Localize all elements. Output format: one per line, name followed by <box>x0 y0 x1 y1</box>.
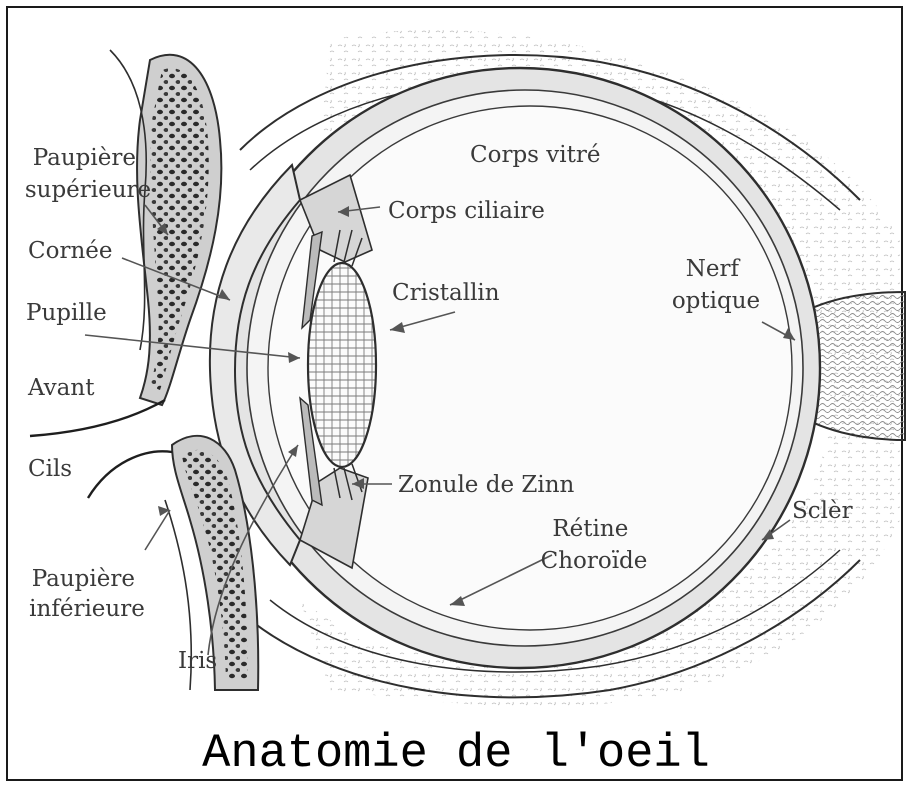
upper-eyelash <box>30 400 165 436</box>
label-cils: Cils <box>28 456 72 482</box>
label-cornee: Cornée <box>28 238 112 264</box>
label-paupiere-sup: Paupière supérieure <box>25 145 151 203</box>
label-avant: Avant <box>27 375 95 401</box>
lens <box>308 263 376 467</box>
label-scler: Sclèr <box>792 498 853 524</box>
label-iris: Iris <box>178 648 217 674</box>
label-zonule: Zonule de Zinn <box>398 472 575 498</box>
label-paupiere-inf: Paupière inférieure <box>29 566 145 622</box>
label-corps-vitre: Corps vitré <box>470 142 600 168</box>
leader-paupiere-inf <box>145 510 170 550</box>
lower-eyelash <box>88 451 172 498</box>
label-corps-ciliaire: Corps ciliaire <box>388 198 545 224</box>
diagram-title: Anatomie de l'oeil <box>202 728 710 781</box>
label-pupille: Pupille <box>26 300 107 326</box>
label-cristallin: Cristallin <box>392 280 500 306</box>
